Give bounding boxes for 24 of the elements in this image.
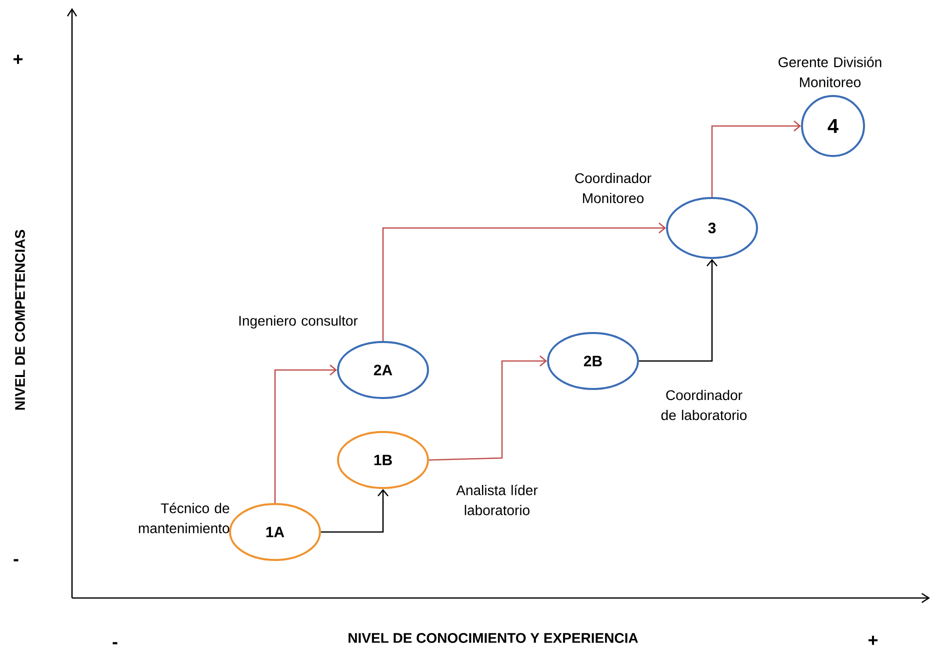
ellipse-node: 2A xyxy=(337,341,429,399)
role-label: Gerente División Monitoreo xyxy=(778,56,882,88)
arrow xyxy=(639,259,718,362)
role-label: Ingeniero consultor xyxy=(239,315,358,329)
arrow xyxy=(321,489,388,533)
ellipse-node: 3 xyxy=(666,197,758,259)
ellipse-node: 1A xyxy=(229,503,321,561)
axis-label: - xyxy=(112,642,118,644)
axis-label: - xyxy=(14,559,18,562)
ellipse-node: 2B xyxy=(547,332,639,390)
arrow xyxy=(274,364,338,503)
arrow xyxy=(382,222,666,341)
ellipse-node: 4 xyxy=(801,95,865,157)
axis-label: NIVEL DE CONOCIMIENTO Y EXPERIENCIA xyxy=(348,633,638,643)
ellipse-node: 1B xyxy=(337,431,429,489)
axis-label: + xyxy=(868,636,878,645)
role-label: Técnico de mantenimiento xyxy=(138,502,230,534)
role-label: Coordinador de laboratorio xyxy=(661,390,747,420)
role-label: Coordinador Monitoreo xyxy=(575,172,652,204)
axis-label: + xyxy=(14,54,23,64)
role-label: Analista líder laboratorio xyxy=(456,484,538,516)
arrow xyxy=(711,120,802,197)
axis-label: NIVEL DE COMPETENCIAS xyxy=(15,230,25,410)
arrow xyxy=(429,356,548,461)
